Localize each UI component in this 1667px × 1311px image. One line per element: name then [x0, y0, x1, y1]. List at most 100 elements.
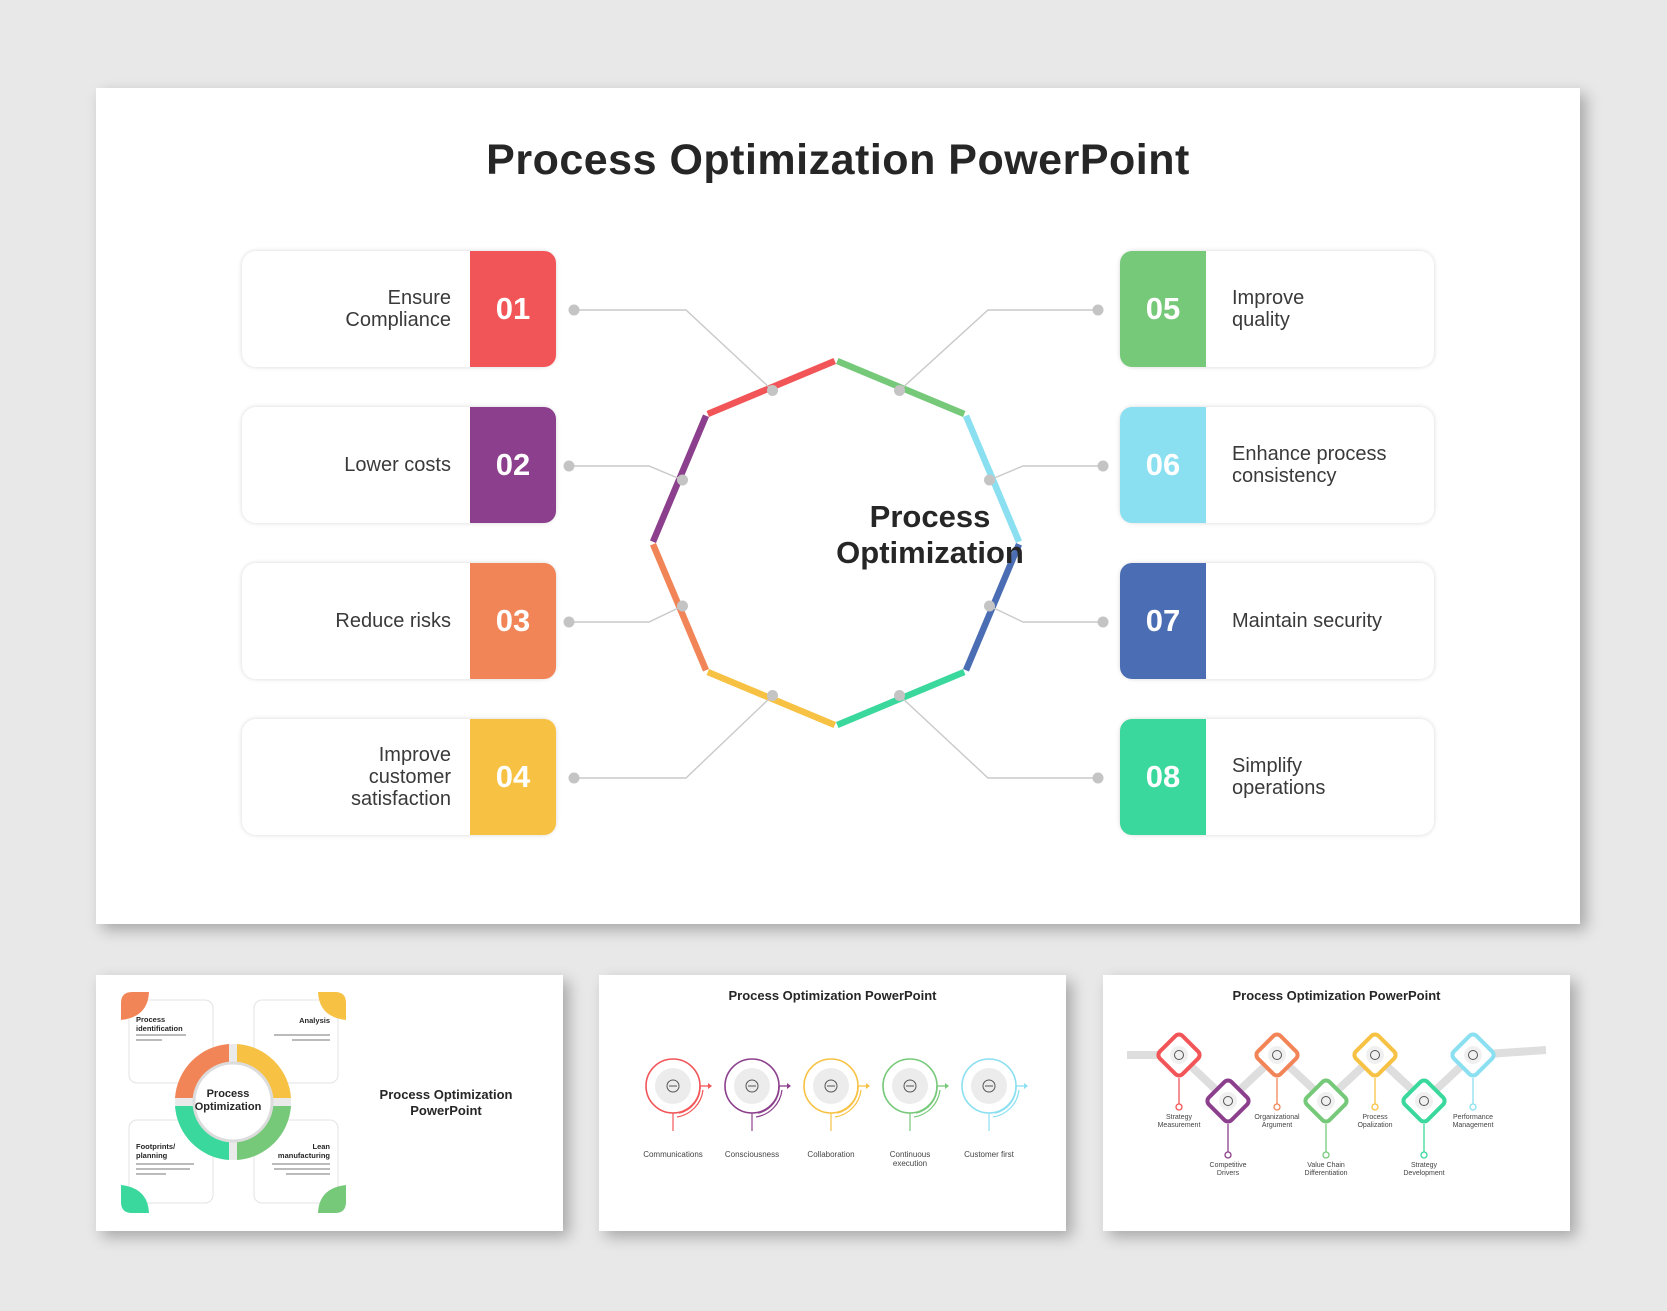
step-label: Consciousness [712, 1150, 792, 1159]
handshake-icon [824, 1079, 838, 1093]
node-label-line: Development [1403, 1170, 1445, 1177]
node-label-line: Organizational [1254, 1114, 1300, 1121]
item-label-line: quality [1232, 309, 1290, 331]
team-icon [982, 1079, 996, 1093]
connector-dot [767, 690, 778, 701]
step-label-line: Customer first [964, 1150, 1014, 1159]
connector-dot [1092, 304, 1104, 316]
connector-dot [1097, 460, 1109, 472]
item-number-badge: 06 [1120, 407, 1206, 523]
item-label-line: Simplify [1232, 755, 1303, 777]
box-title-line: Lean [312, 1142, 330, 1151]
hand-icon [1321, 1096, 1331, 1106]
connector-dot [677, 600, 688, 612]
box-title-line: identification [136, 1024, 183, 1033]
step-label-line: Continuous [889, 1150, 931, 1159]
octagon-diagram [563, 304, 1109, 784]
item-number-badge: 08 [1120, 719, 1206, 835]
connector-line [574, 694, 773, 779]
step-label-line: Consciousness [724, 1150, 780, 1159]
connector-dot [894, 690, 905, 701]
item-number-badge: 05 [1120, 251, 1206, 367]
thumbnail-title: Process Optimization PowerPoint [366, 1087, 526, 1119]
connector-line [574, 309, 773, 392]
connector-dot [568, 304, 580, 316]
thumbnail-slide-1[interactable]: Process identification Analysis Footprin… [96, 975, 563, 1231]
lightbulb-icon [1419, 1096, 1429, 1106]
item-label: Lower costs [344, 407, 451, 523]
item-label-line: satisfaction [350, 788, 451, 810]
node-label-line: Performance [1452, 1114, 1494, 1121]
diamond-node [1352, 1032, 1398, 1078]
connector-line [989, 605, 1103, 623]
item-label-line: Maintain security [1232, 610, 1383, 632]
item-label: Reduce risks [335, 563, 451, 679]
step-label: Customer first [949, 1150, 1029, 1159]
box-title-analysis: Analysis [264, 1016, 330, 1025]
box-title-line: planning [136, 1151, 168, 1160]
item-label: Maintain security [1232, 563, 1382, 679]
cycle-center-label: Process Optimization [188, 1088, 268, 1114]
item-label-line: Improve [1232, 287, 1305, 309]
main-slide[interactable]: Process Optimization PowerPoint Process … [96, 88, 1580, 924]
connector-dot [563, 460, 575, 472]
node-label-line: Competitive [1209, 1162, 1247, 1169]
item-number-badge: 07 [1120, 563, 1206, 679]
thumbnail-title-line: PowerPoint [410, 1103, 482, 1118]
center-label-line: Process [869, 499, 991, 534]
box-title-footprints: Footprints/ planning [136, 1142, 175, 1160]
diamond-node [1254, 1032, 1300, 1078]
connector-dot [563, 616, 575, 628]
people-icon [1223, 1096, 1233, 1106]
connector-dot [984, 474, 995, 486]
node-label-line: Measurement [1157, 1122, 1201, 1129]
node-label-line: Strategy [1410, 1162, 1438, 1169]
diamond-node [1156, 1032, 1202, 1078]
step-label-line: Communications [643, 1150, 703, 1159]
thumbnail-slide-2[interactable]: Process Optimization PowerPoint Communic… [599, 975, 1066, 1231]
box-title-process-identification: Process identification [136, 1015, 183, 1033]
center-label-line: Optimization [836, 535, 1024, 570]
chart-icon [1174, 1050, 1184, 1060]
thumbnail-slide-3[interactable]: Process Optimization PowerPoint Strategy… [1103, 975, 1570, 1231]
brain-icon [745, 1079, 759, 1093]
diamond-node [1205, 1078, 1251, 1124]
node-label-line: Strategy [1165, 1114, 1193, 1121]
petal-teal [121, 1185, 149, 1213]
box-title-line: Analysis [299, 1016, 330, 1025]
connector-dot [1097, 616, 1109, 628]
thumbnail-title-line: Process Optimization [379, 1087, 513, 1102]
connector-dot [568, 772, 580, 784]
connector-line [899, 694, 1098, 779]
ring-segment-teal [175, 1106, 229, 1160]
thumbnail-title: Process Optimization PowerPoint [1232, 988, 1441, 1003]
node-label-line: Value Chain [1307, 1162, 1345, 1169]
item-card-07[interactable]: 07 Maintain security [1120, 563, 1434, 679]
petal-orange [121, 992, 149, 1020]
box-title-line: manufacturing [277, 1151, 330, 1160]
box-title-line: Footprints/ [136, 1142, 176, 1151]
connector-dot [984, 600, 995, 612]
petal-green [318, 1185, 346, 1213]
node-label-line: Differentiation [1304, 1170, 1348, 1177]
zigzag-diagram [1127, 1032, 1547, 1159]
cycle-center-line: Process [206, 1088, 250, 1100]
node-label-line: Opalization [1357, 1122, 1393, 1129]
step-label: Communications [633, 1150, 713, 1159]
